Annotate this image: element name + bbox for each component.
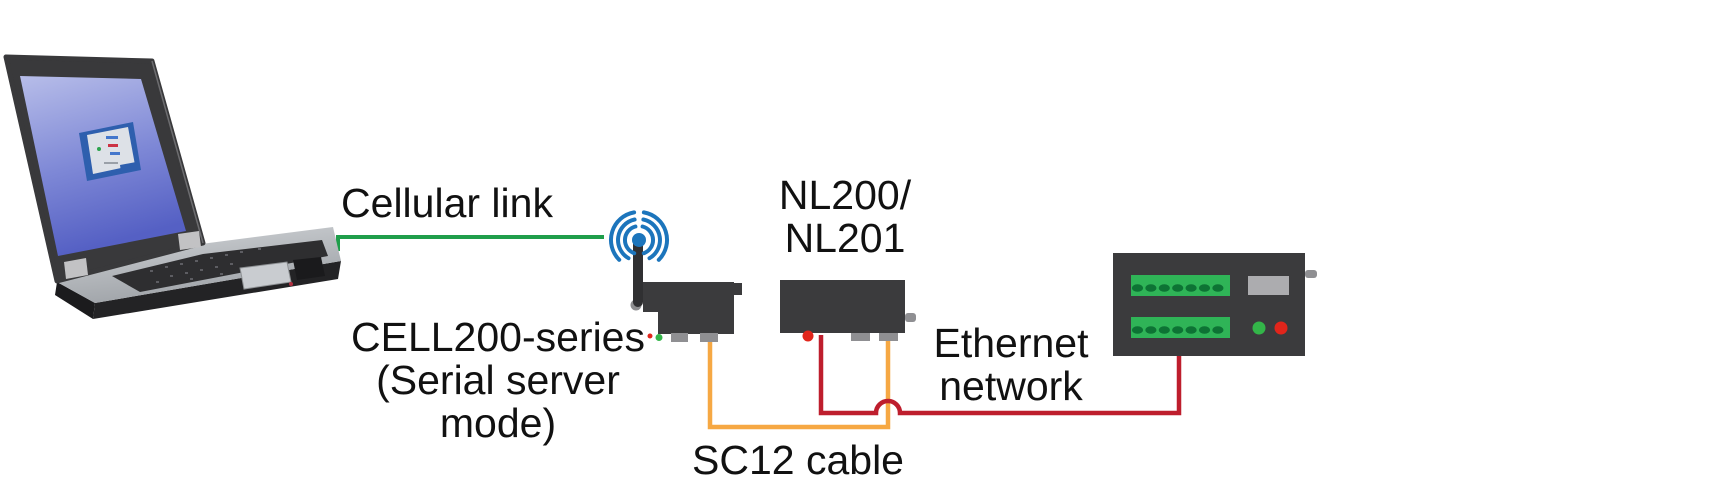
sc12-cable-line	[707, 340, 891, 430]
cell200-body	[643, 282, 742, 334]
laptop-lid-rim	[151, 60, 204, 244]
sc12-cable-label: SC12 cable	[692, 437, 904, 483]
cell200-device-icon	[643, 282, 742, 342]
nl-port	[851, 333, 870, 341]
ethernet-network-label: Ethernet network	[934, 322, 1089, 408]
datalogger-icon	[1113, 253, 1317, 356]
laptop-keys	[150, 248, 261, 283]
terminal-holes	[1131, 284, 1224, 334]
cell200-label: CELL200-series (Serial server mode)	[351, 316, 645, 445]
nl-label-line1: NL200/	[778, 172, 912, 218]
nl-body	[780, 280, 905, 333]
cellular-link-label: Cellular link	[341, 180, 553, 226]
datalogger-module	[1248, 276, 1289, 295]
laptop-base-side	[55, 282, 95, 319]
nl200-device-icon	[780, 280, 916, 342]
nl-side-nub	[905, 313, 916, 322]
cell200-port-sc12	[700, 333, 718, 342]
screen-window-icon	[79, 122, 141, 181]
cell200-label-line3: mode)	[439, 400, 557, 446]
ethernet-label-line2: network	[939, 363, 1083, 409]
datalogger-body	[1113, 253, 1305, 356]
datalogger-led-green	[1252, 321, 1266, 335]
wifi-signal-icon	[608, 210, 670, 311]
cell200-led-red	[647, 333, 653, 339]
cell200-label-line1: CELL200-series	[351, 314, 645, 360]
cell200-port	[671, 333, 688, 342]
nl-label: NL200/ NL201	[779, 174, 911, 260]
nl-port-sc12	[879, 333, 898, 341]
laptop-logo-dot	[289, 282, 293, 286]
wifi-dot	[632, 233, 646, 247]
laptop-hinge-right	[178, 231, 201, 250]
laptop-hinge-left	[64, 258, 88, 279]
cellular-link-line	[336, 235, 604, 251]
ethernet-cable-line	[818, 335, 1182, 416]
laptop-icon	[3, 54, 341, 319]
nl-label-line2: NL201	[784, 215, 906, 261]
cell200-label-line2: (Serial server	[376, 357, 620, 403]
datalogger-side-nub	[1305, 270, 1317, 278]
datalogger-led-red	[1274, 321, 1288, 335]
ethernet-label-line1: Ethernet	[933, 320, 1089, 366]
laptop-keyboard	[112, 240, 328, 292]
nl-led-red	[802, 330, 814, 342]
cell200-led-green	[655, 334, 663, 341]
laptop-disk-slot	[293, 257, 325, 280]
